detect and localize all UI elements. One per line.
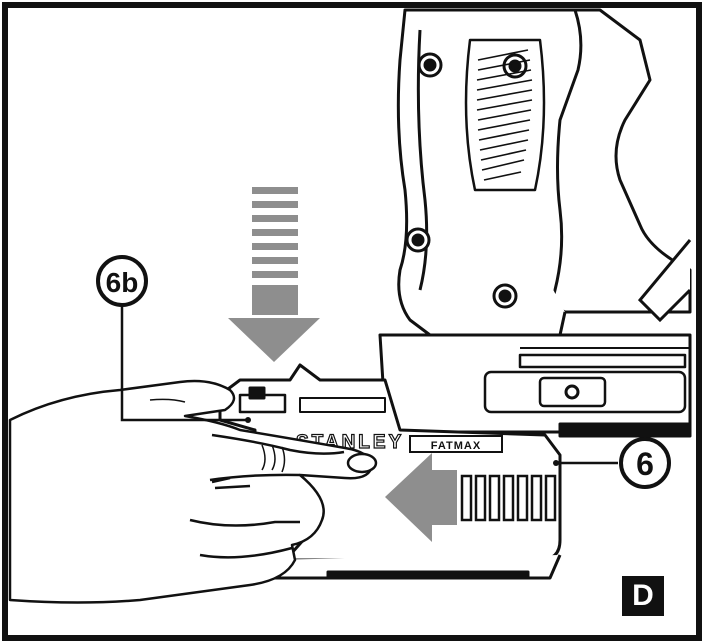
panel-label: D [622,576,664,616]
callout-6-leader-dot [553,460,559,466]
callout-6-circle [619,437,671,489]
battery-vents [460,474,557,522]
callout-6b-circle [96,255,148,307]
callout-6b-leader [120,302,248,422]
hand [8,379,378,604]
callout-6b-leader-dot [245,417,251,423]
push-down-arrow-icon [228,187,320,362]
tool-handle [396,8,692,337]
slide-left-arrow-icon [385,453,457,542]
grip-texture [476,49,533,181]
callout-6-label: 6 [636,446,654,482]
callout-6b-label: 6b [106,267,139,298]
tool-base [378,333,692,438]
brand-fatmax: FATMAX [431,440,481,452]
screw-icon [498,289,512,303]
screw-icon [564,384,580,400]
screw-icon [411,233,425,247]
tool-frame-right [637,239,692,323]
brand-fatmax-badge [409,435,503,453]
screw-icon [423,58,437,72]
